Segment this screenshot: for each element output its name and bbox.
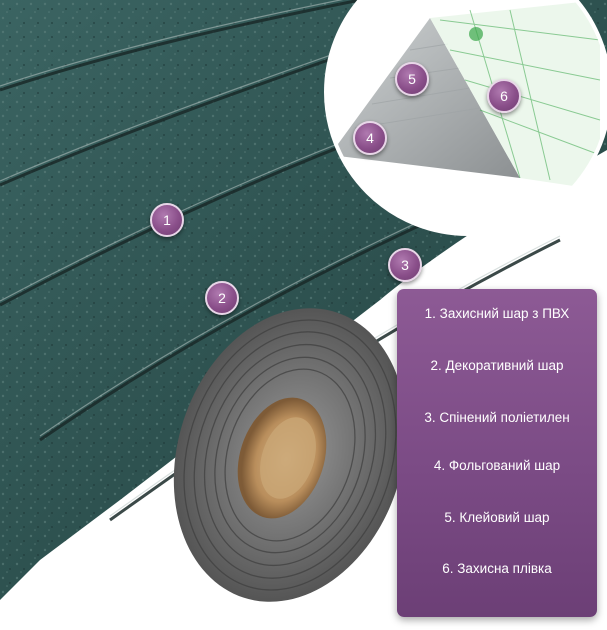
layer-marker-4: 4 — [353, 121, 387, 155]
legend-item-1: 1. Захисний шар з ПВХ — [424, 306, 570, 321]
legend-item-3: 3. Спінений поліетилен — [424, 410, 570, 425]
legend-item-2: 2. Декоративний шар — [430, 358, 564, 373]
layer-marker-5: 5 — [395, 62, 429, 96]
layer-marker-2: 2 — [205, 281, 239, 315]
layer-marker-6: 6 — [487, 79, 521, 113]
layer-marker-3: 3 — [388, 248, 422, 282]
layer-marker-1: 1 — [150, 203, 184, 237]
legend-item-6: 6. Захисна плівка — [442, 561, 552, 576]
legend-item-4: 4. Фольгований шар — [433, 458, 561, 473]
layers-legend: 1. Захисний шар з ПВХ 2. Декоративний ша… — [397, 289, 597, 617]
legend-item-5: 5. Клейовий шар — [444, 510, 550, 525]
